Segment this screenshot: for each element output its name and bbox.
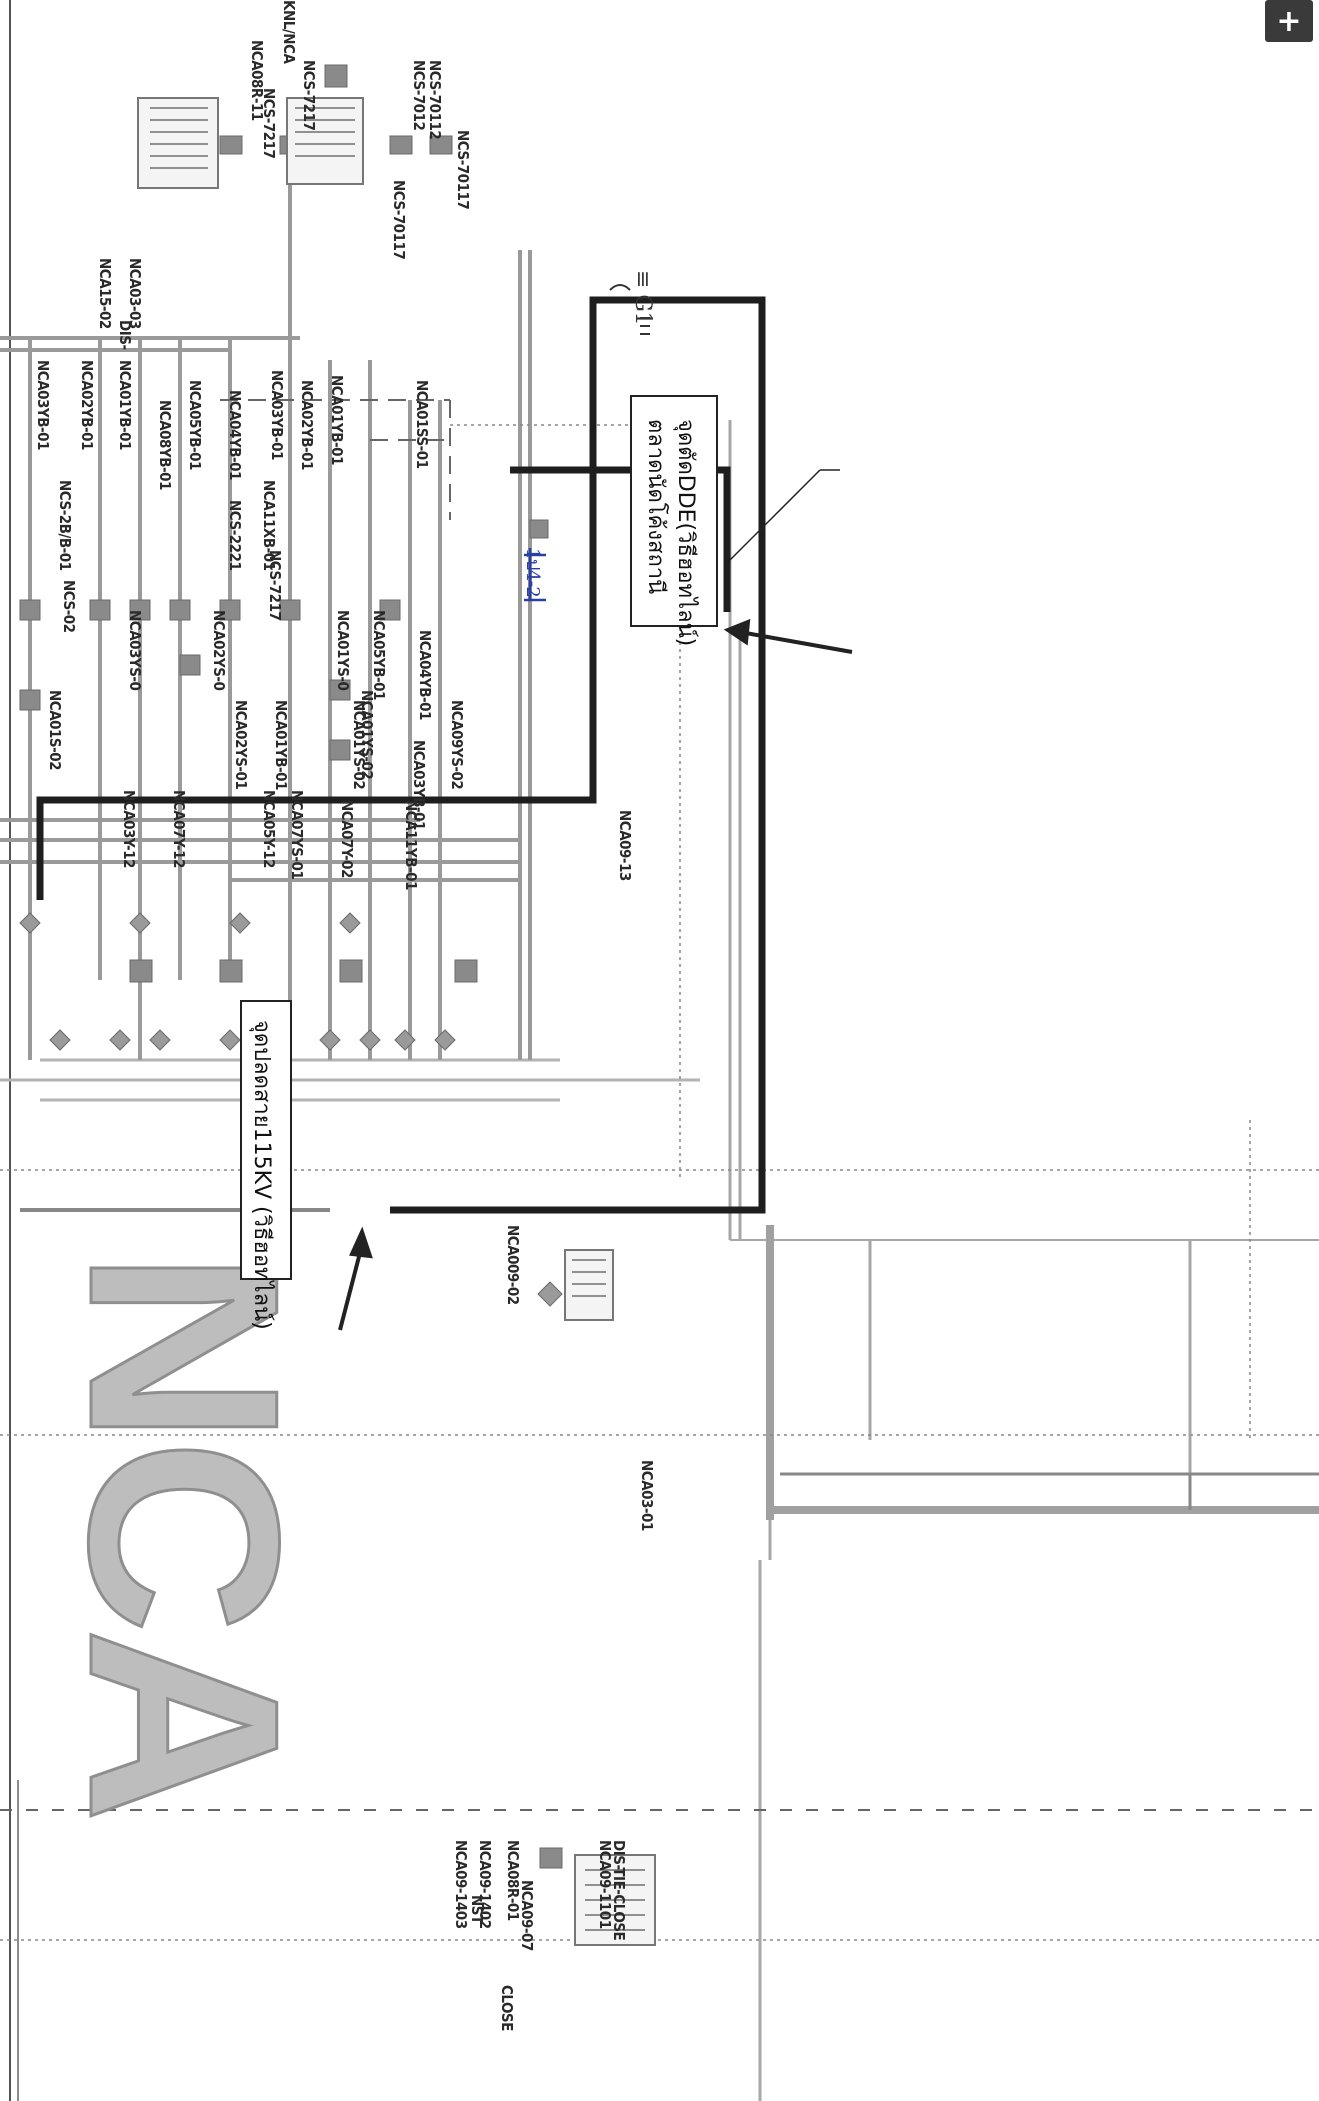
component-label: CLOSE xyxy=(498,1985,516,2031)
component-label: NCA09-07 xyxy=(518,1880,536,1951)
component-label: NCA05YB-01 xyxy=(370,610,388,700)
component-label: NCS-70117 xyxy=(454,130,472,210)
component-label: NCA02YB-01 xyxy=(78,360,96,450)
component-label: NCA01YB-01 xyxy=(116,360,134,450)
component-label: DIS-TIE-CLOSE xyxy=(610,1840,628,1941)
component-label: NCA03-03 xyxy=(126,258,144,329)
component-label: NCA02YS-01 xyxy=(232,700,250,790)
component-label: NCS-2221 xyxy=(226,500,244,571)
component-label: NCA07Y-02 xyxy=(338,800,356,878)
component-label: NCA15-02 xyxy=(96,258,114,329)
component-label: NCS-70117 xyxy=(390,180,408,260)
component-label: NCA01YS-0 xyxy=(334,610,352,691)
component-label: NCS-2B/B-01 xyxy=(56,480,74,571)
callout-dde-line1: จุดตัดDDE(วิธีฮอทไลน์) xyxy=(673,419,698,647)
component-label: NCA08YB-01 xyxy=(156,400,174,490)
callout-115kv-text: จุดปลดสาย115KV (วิธีฮอทไลน์) xyxy=(249,1020,274,1330)
component-label: NCA03YB-01 xyxy=(268,370,286,460)
component-label: KNL/NCA xyxy=(280,0,298,64)
component-label: NCA01YB-01 xyxy=(328,375,346,465)
component-label: NCA11YB-01 xyxy=(402,800,420,890)
component-label: NCS-7012 xyxy=(410,60,428,131)
component-label: NCA09YS-02 xyxy=(448,700,466,790)
component-label: NCA04YB-01 xyxy=(226,390,244,480)
zoom-in-button[interactable]: + xyxy=(1265,0,1313,42)
component-label: NCS-7217 xyxy=(260,88,278,159)
component-label: NCA01SS-01 xyxy=(413,380,431,469)
component-label: NCS-7217 xyxy=(300,60,318,131)
component-label: NCA01YS-02 xyxy=(358,690,376,780)
callout-115kv: จุดปลดสาย115KV (วิธีฮอทไลน์) xyxy=(240,1000,292,1330)
component-label: DIS- xyxy=(116,320,134,350)
component-label: NCA05Y-12 xyxy=(260,790,278,868)
component-label: NCA01S-02 xyxy=(46,690,64,771)
callout-dde-line2: ตลาดนัดโค้งสถานี xyxy=(643,419,668,595)
handwritten-mark: 1ป4-2 xyxy=(522,548,543,598)
component-label: NCA07Y-12 xyxy=(170,790,188,868)
component-label: NCA04YB-01 xyxy=(416,630,434,720)
component-label: NCA02YS-0 xyxy=(210,610,228,691)
component-label: NCA03Y-12 xyxy=(120,790,138,868)
component-label: NCA009-02 xyxy=(504,1225,522,1305)
component-label: NCS-02 xyxy=(60,580,78,633)
handwritten-g1: ≡ G1 xyxy=(630,270,655,325)
component-label: NCA03YS-0 xyxy=(126,610,144,691)
component-label: NCS-7217 xyxy=(266,550,284,621)
component-label: NCA02YB-01 xyxy=(298,380,316,470)
component-label: NST xyxy=(468,1895,486,1924)
callout-dde: จุดตัดDDE(วิธีฮอทไลน์) ตลาดนัดโค้งสถานี xyxy=(630,395,718,646)
component-label: NCA05YB-01 xyxy=(186,380,204,470)
component-label: NCA09-13 xyxy=(616,810,634,881)
component-label: NCA03YB-01 xyxy=(34,360,52,450)
watermark-nca: NCA xyxy=(32,1249,336,1819)
component-label: NCA01YB-01 xyxy=(272,700,290,790)
component-label: NCA03-01 xyxy=(638,1460,656,1531)
component-label: NCA07YS-01 xyxy=(288,790,306,880)
component-label: NCS-70112 xyxy=(426,60,444,140)
